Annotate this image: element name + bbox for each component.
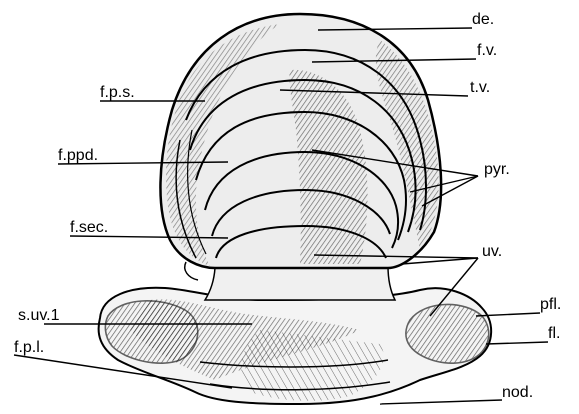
label-tv: t.v. [470,79,490,96]
label-pfl: pfl. [540,296,561,313]
flocculus-right [406,304,489,363]
leader-nod [380,400,502,404]
label-fl: fl. [548,325,560,342]
label-fpl: f.p.l. [14,339,44,356]
label-de: de. [472,11,494,28]
label-pyr: pyr. [484,161,510,178]
cerebellum-drawing [99,14,492,404]
label-fps: f.p.s. [100,84,135,101]
label-fv: f.v. [477,42,497,59]
label-suv1: s.uv.1 [18,307,60,324]
stalk [205,266,395,300]
label-fppd: f.ppd. [58,147,98,164]
leader-uv-2 [402,258,478,264]
leader-fl [486,342,548,344]
label-uv: uv. [482,243,502,260]
label-nod: nod. [502,384,533,401]
label-fsec: f.sec. [70,219,108,236]
